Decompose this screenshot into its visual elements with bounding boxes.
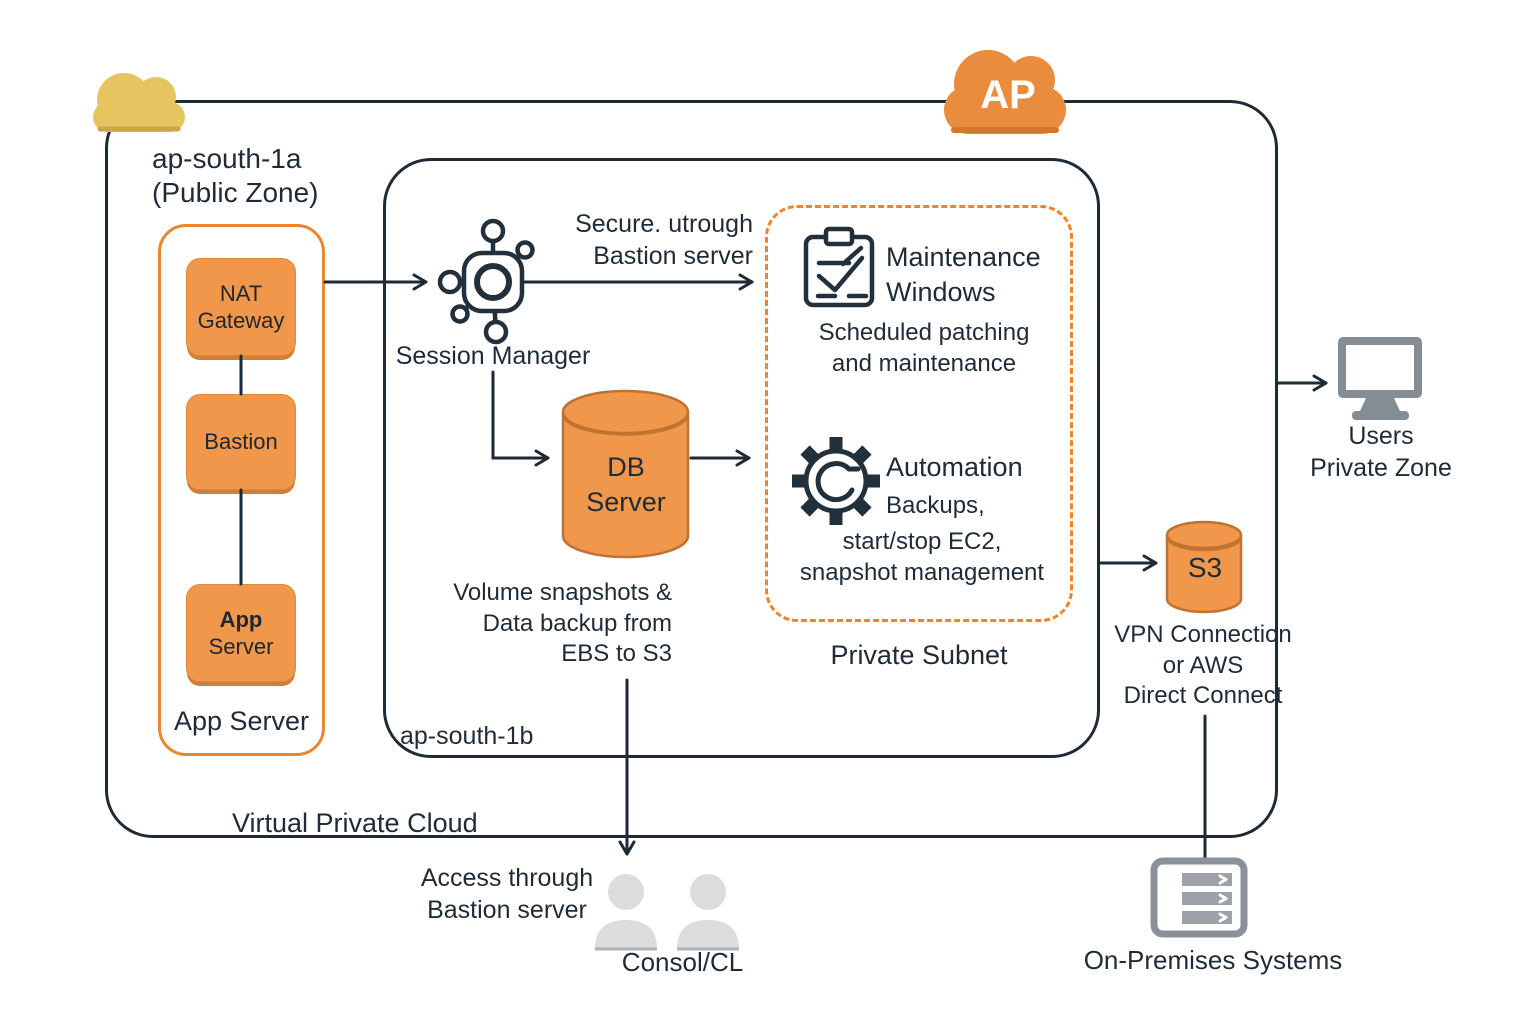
automation-title: Automation <box>886 452 1023 482</box>
secure-through-bastion-note: Secure. utrough Bastion server <box>575 210 753 270</box>
bastion-node: Bastion <box>186 394 296 490</box>
nat-gateway-label-line1: NAT <box>219 280 263 306</box>
region-a-label: ap-south-1a (Public Zone) <box>152 143 319 209</box>
db-server-label: DB Server <box>586 452 666 517</box>
session-manager-label: Session Manager <box>395 342 591 370</box>
az-b-label: ap-south-1b <box>400 722 534 750</box>
vpn-connection-note: VPN Connection or AWS Direct Connect <box>1114 621 1292 710</box>
app-server-node: App Server <box>186 584 296 682</box>
access-through-bastion-note: Access through Bastion server <box>420 864 594 924</box>
nat-gateway-label-line2: Gateway <box>197 308 285 333</box>
automation-desc-rest: start/stop EC2, snapshot management <box>799 528 1045 586</box>
maintenance-windows-title: Maintenance Windows <box>886 242 1041 307</box>
maintenance-windows-desc: Scheduled patching and maintenance <box>818 319 1030 377</box>
public-zone-container <box>158 224 325 756</box>
vpc-container <box>105 100 1278 838</box>
vpc-label: Virtual Private Cloud <box>232 808 478 838</box>
on-premises-icon <box>1150 857 1248 938</box>
app-server-label-line1: App <box>219 606 263 632</box>
on-premises-label: On-Premises Systems <box>1083 945 1343 975</box>
bastion-label-line1: Bastion <box>204 429 278 455</box>
users-private-zone-label: Users Private Zone <box>1310 422 1452 482</box>
app-server-group-label: App Server <box>173 706 310 736</box>
az-b-container <box>383 158 1100 758</box>
private-subnet-label: Private Subnet <box>830 640 1008 670</box>
volume-snapshots-note: Volume snapshots & Data backup from EBS … <box>453 579 672 668</box>
s3-label: S3 <box>1187 552 1223 583</box>
automation-desc-line1: Backups, <box>886 492 985 519</box>
app-server-label-line2: Server <box>208 634 274 659</box>
private-subnet-container <box>765 205 1073 622</box>
console-label: Consol/CL <box>621 947 744 977</box>
aws-cloud-label: AP <box>980 73 1036 117</box>
nat-gateway-node: NAT Gateway <box>186 258 296 356</box>
users-monitor-icon <box>1338 337 1422 420</box>
